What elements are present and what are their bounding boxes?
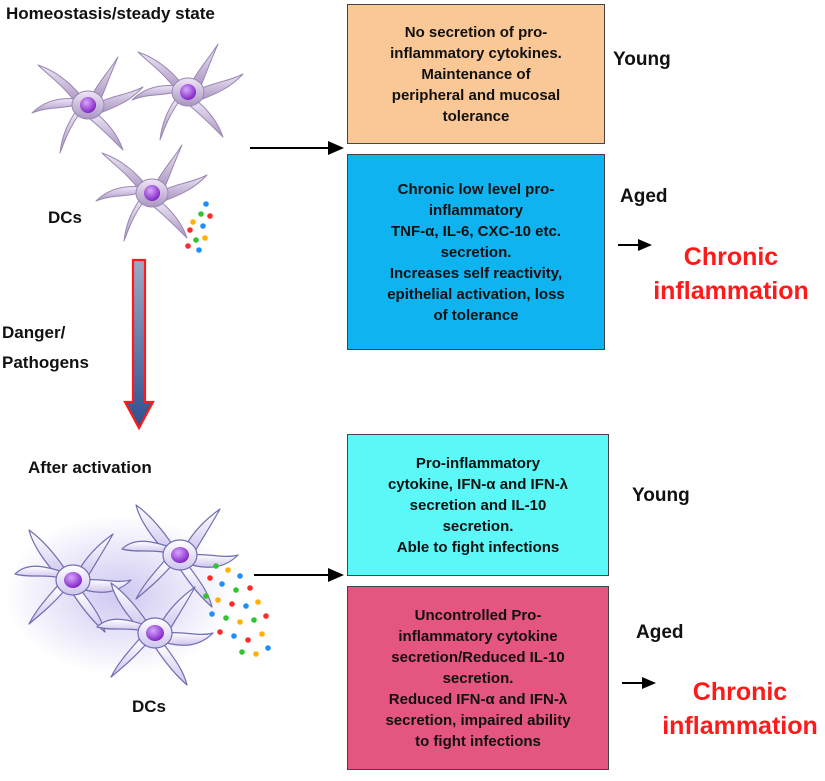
danger-pathogens-label: Danger/ Pathogens xyxy=(2,323,89,372)
dendritic-cell-icon xyxy=(31,56,144,154)
dendritic-cell-icon xyxy=(95,144,208,242)
arrow-right-icon xyxy=(254,568,344,582)
aged-label-top: Aged xyxy=(620,186,668,207)
young-activated-box: Pro-inflammatory cytokine, IFN-α and IFN… xyxy=(347,434,609,576)
dcs-label-bottom: DCs xyxy=(132,697,167,716)
cytokine-dots-icon xyxy=(203,563,271,657)
arrow-right-icon xyxy=(622,677,656,689)
young-label-top: Young xyxy=(613,49,671,70)
cytokine-dots-icon xyxy=(185,201,213,253)
aged-steady-state-box: Chronic low level pro- inflammatory TNF-… xyxy=(347,154,605,350)
young-steady-state-box: No secretion of pro- inflammatory cytoki… xyxy=(347,4,605,144)
chronic-inflammation-top: Chronic inflammation xyxy=(653,243,809,305)
aged-label-bottom: Aged xyxy=(636,622,684,643)
aged-activated-box: Uncontrolled Pro- inflammatory cytokine … xyxy=(347,586,609,770)
arrow-right-icon xyxy=(618,239,652,251)
homeostasis-title: Homeostasis/steady state xyxy=(6,4,215,23)
dcs-label-top: DCs xyxy=(48,208,83,227)
dendritic-cell-icon xyxy=(131,43,244,141)
chronic-inflammation-bottom: Chronic inflammation xyxy=(662,678,818,740)
arrow-down-icon xyxy=(123,258,155,431)
young-label-bottom: Young xyxy=(632,485,690,506)
arrow-right-icon xyxy=(250,141,344,155)
after-activation-title: After activation xyxy=(28,458,152,477)
